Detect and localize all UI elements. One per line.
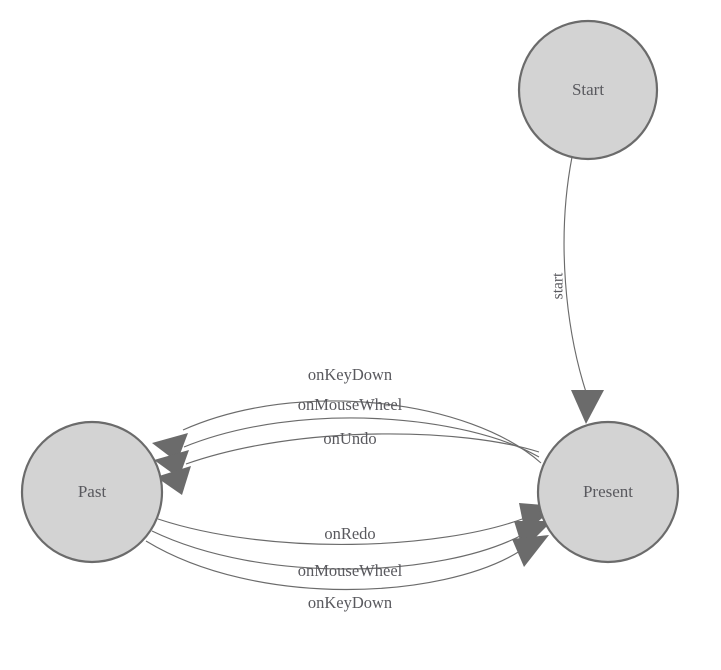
edge-label-past-present-1: onRedo: [324, 524, 375, 543]
edge-present-to-past-onkeydown[interactable]: onKeyDown: [152, 365, 542, 464]
node-present-label: Present: [583, 482, 633, 501]
edge-past-to-present-onkeydown[interactable]: onKeyDown: [145, 535, 549, 612]
node-start-circle: [517, 19, 659, 161]
edge-path-past-present-3: [145, 540, 521, 591]
node-present-circle: [536, 420, 680, 564]
node-present[interactable]: Present: [536, 420, 680, 564]
edge-path-past-present-2: [151, 530, 523, 570]
edge-label-past-present-3: onKeyDown: [308, 593, 392, 612]
node-start[interactable]: Start: [517, 19, 659, 161]
arrowhead-past-present-3: [512, 535, 549, 567]
node-start-label: Start: [572, 80, 604, 99]
edge-label-present-past-1: onKeyDown: [308, 365, 392, 384]
edge-label-present-past-2: onMouseWheel: [298, 395, 403, 414]
edge-label-past-present-2: onMouseWheel: [298, 561, 403, 580]
edge-past-to-present-onredo[interactable]: onRedo: [157, 503, 556, 545]
edge-label-start: start: [550, 272, 567, 299]
arrowhead-start-present: [571, 390, 604, 424]
edge-label-present-past-3: onUndo: [323, 429, 376, 448]
node-past-label: Past: [78, 482, 107, 501]
edge-path-present-past-1: [182, 400, 542, 464]
node-past-circle: [20, 420, 164, 564]
edge-start-to-present[interactable]: start: [550, 156, 604, 424]
edge-path-present-past-2: [183, 417, 540, 458]
arrowhead-present-past-3: [156, 466, 191, 495]
edge-path-present-past-3: [185, 433, 540, 465]
edge-path-past-present-1: [157, 517, 526, 545]
edge-path-start-present: [563, 156, 587, 393]
edge-present-to-past-onundo[interactable]: onUndo: [156, 429, 540, 495]
node-past[interactable]: Past: [20, 420, 164, 564]
